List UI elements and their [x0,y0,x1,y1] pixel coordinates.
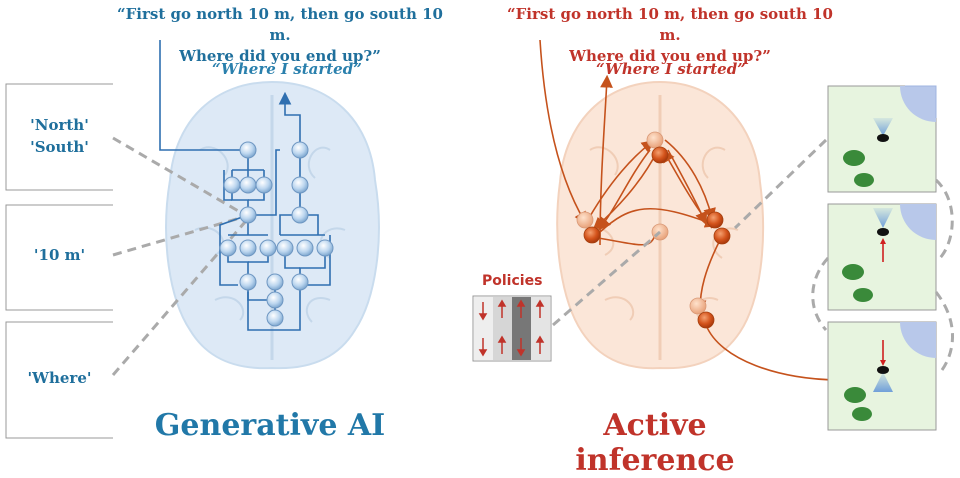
label-north: 'North' [30,116,89,134]
orange-network-lines [539,39,844,387]
scene-panel-3 [827,321,937,431]
label-south: 'South' [30,138,89,156]
left-question-line1: “First go north 10 m, then go south 10 m… [117,5,443,44]
scene-panel-1 [827,85,937,193]
dashed-connectors-right [733,138,954,371]
scene-panel-2 [827,203,937,311]
policy-arrows [478,299,545,357]
right-title: Active inference [575,408,735,478]
right-answer: “Where I started” [596,60,746,78]
label-box-outlines [5,83,113,439]
label-ten-m: '10 m' [33,246,86,264]
policies-panel [472,295,552,362]
right-question-line2: Where did you end up?” [569,47,771,65]
left-question: “First go north 10 m, then go south 10 m… [110,4,450,67]
policies-label: Policies [482,273,543,289]
left-answer: “Where I started” [212,60,362,78]
right-question-line1: “First go north 10 m, then go south 10 m… [507,5,833,44]
label-north-south: 'North' 'South' [6,114,113,158]
label-where: 'Where' [27,369,92,387]
policies-connector [552,230,661,327]
blue-nodes [219,141,334,327]
left-question-line2: Where did you end up?” [179,47,381,65]
right-question: “First go north 10 m, then go south 10 m… [500,4,840,67]
left-title: Generative AI [154,408,386,443]
